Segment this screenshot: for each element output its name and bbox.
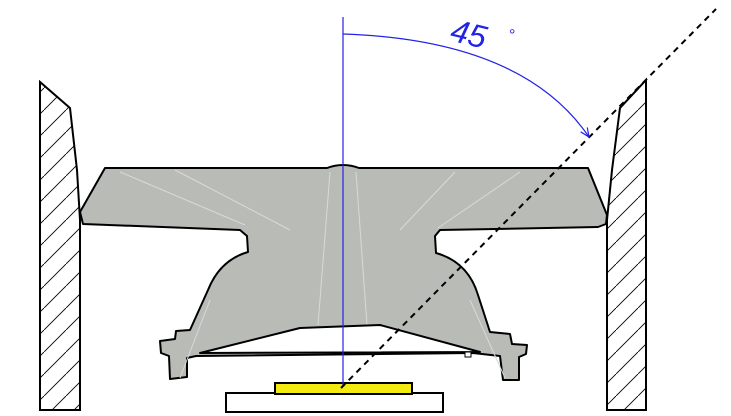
bottom-plate xyxy=(225,392,444,413)
angle-degree-symbol: ° xyxy=(509,27,515,44)
detail-mark xyxy=(464,351,472,358)
left-wall xyxy=(39,79,81,411)
right-wall xyxy=(606,77,647,411)
shading-lines xyxy=(119,169,521,379)
inner-opening xyxy=(199,324,481,354)
angle-value-label: 45 xyxy=(447,12,490,56)
dashed-45-line xyxy=(340,8,717,389)
angle-arc xyxy=(342,33,589,137)
